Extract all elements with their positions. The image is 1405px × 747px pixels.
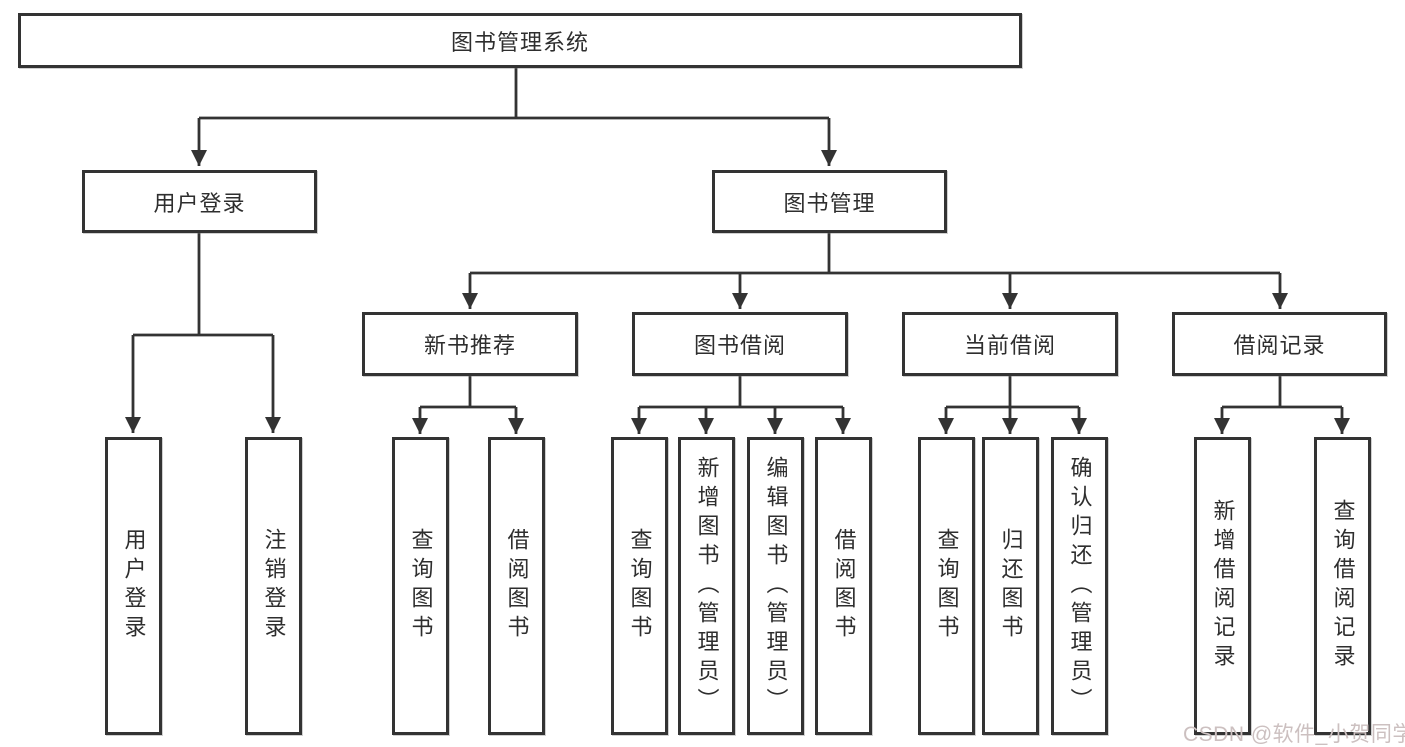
node-book-borrow: 图书借阅 <box>632 312 848 376</box>
leaf-add-borrow-record: 新增借阅记录 <box>1194 437 1251 735</box>
leaf-query-borrow-record: 查询借阅记录 <box>1314 437 1371 735</box>
leaf-edit-book-admin: 编辑图书（管理员） <box>747 437 804 735</box>
csdn-watermark: CSDN @软件_小贺同学 <box>1183 723 1405 746</box>
leaf-borrow-book-recommend: 借阅图书 <box>488 437 545 735</box>
leaf-query-book-current: 查询图书 <box>918 437 975 735</box>
node-user-login: 用户登录 <box>82 170 317 233</box>
leaf-borrow-book: 借阅图书 <box>815 437 872 735</box>
leaf-add-book-admin: 新增图书（管理员） <box>678 437 735 735</box>
leaf-return-book: 归还图书 <box>982 437 1039 735</box>
node-current-borrow: 当前借阅 <box>902 312 1118 376</box>
leaf-confirm-return-admin: 确认归还（管理员） <box>1051 437 1108 735</box>
node-book-management: 图书管理 <box>712 170 947 233</box>
leaf-query-book-borrow: 查询图书 <box>611 437 668 735</box>
node-library-system: 图书管理系统 <box>18 13 1022 68</box>
node-borrow-records: 借阅记录 <box>1172 312 1387 376</box>
leaf-logout-login: 注销登录 <box>245 437 302 735</box>
node-new-book-recommend: 新书推荐 <box>362 312 578 376</box>
leaf-query-book-recommend: 查询图书 <box>392 437 449 735</box>
leaf-user-login: 用户登录 <box>105 437 162 735</box>
